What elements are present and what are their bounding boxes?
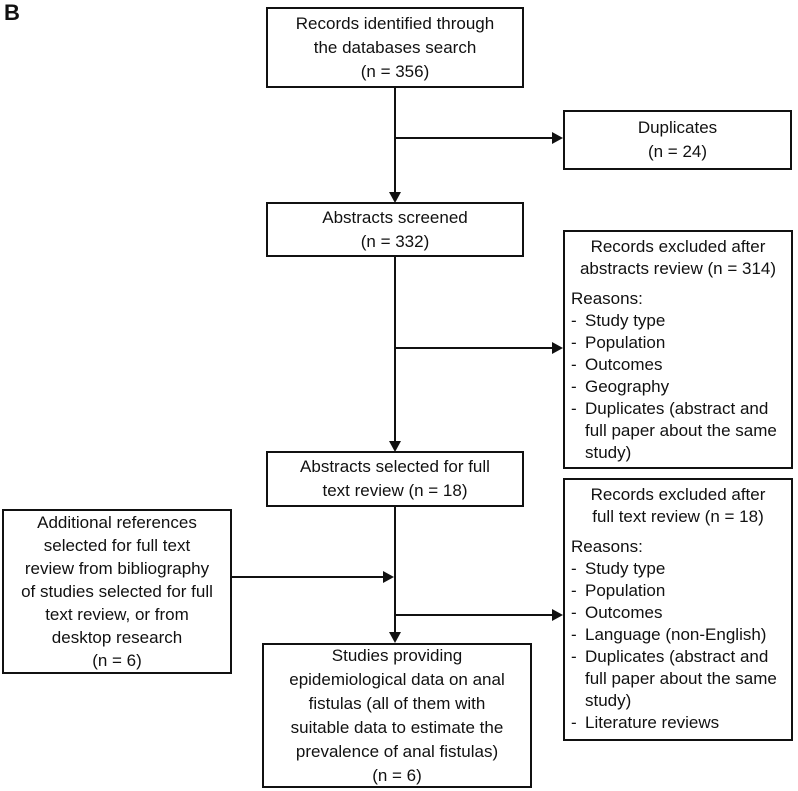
node-abstracts-screened-text: Abstracts screened (n = 332) [322, 207, 468, 251]
reason-text: Duplicates (abstract and full paper abou… [585, 647, 777, 710]
node-additional-references-text: Additional references selected for full … [21, 513, 213, 670]
reason-text: Language (non-English) [585, 625, 767, 644]
arrow-additional-to-flow-head [383, 571, 394, 583]
reason-bullet: - [571, 647, 577, 666]
reason-text: Study type [585, 311, 666, 330]
arrow-identified-to-screened-head [389, 192, 401, 203]
node-records-identified-text: Records identified through the databases… [295, 13, 495, 81]
reason-item: - Outcomes [571, 602, 785, 624]
excluded-abstracts-reasons-label: Reasons: [571, 289, 643, 308]
reason-item: - Literature reviews [571, 712, 785, 734]
node-duplicates-text: Duplicates (n = 24) [637, 118, 718, 161]
arrow-to-duplicates-line [396, 137, 554, 139]
reason-bullet: - [571, 311, 577, 330]
arrow-selected-to-final-line [394, 507, 396, 633]
excluded-fulltext-reasons-label: Reasons: [571, 537, 643, 556]
arrow-to-excluded-fulltext-head [552, 609, 563, 621]
reason-bullet: - [571, 377, 577, 396]
node-additional-references: Additional references selected for full … [2, 509, 232, 674]
arrow-identified-to-screened-line [394, 88, 396, 194]
reason-text: Study type [585, 559, 666, 578]
reason-bullet: - [571, 603, 577, 622]
reason-item: - Population [571, 580, 785, 602]
reason-item: - Duplicates (abstract and full paper ab… [571, 646, 785, 712]
reason-bullet: - [571, 355, 577, 374]
node-abstracts-selected-text: Abstracts selected for full text review … [300, 457, 490, 500]
node-excluded-fulltext: Records excluded after full text review … [563, 478, 793, 741]
reason-item: - Duplicates (abstract and full paper ab… [571, 398, 785, 464]
excluded-fulltext-title: Records excluded after full text review … [590, 485, 766, 526]
arrow-selected-to-final-head [389, 632, 401, 643]
reason-bullet: - [571, 713, 577, 732]
arrow-to-excluded-fulltext-line [396, 614, 554, 616]
reason-item: - Population [571, 332, 785, 354]
reason-bullet: - [571, 399, 577, 418]
reason-item: - Language (non-English) [571, 624, 785, 646]
arrow-screened-to-selected-line [394, 257, 396, 443]
reason-item: - Study type [571, 310, 785, 332]
arrow-screened-to-selected-head [389, 441, 401, 452]
reason-bullet: - [571, 559, 577, 578]
reason-text: Population [585, 581, 666, 600]
reason-item: - Outcomes [571, 354, 785, 376]
node-abstracts-selected: Abstracts selected for full text review … [266, 451, 524, 507]
reason-text: Outcomes [585, 355, 663, 374]
reason-item: - Geography [571, 376, 785, 398]
reason-bullet: - [571, 581, 577, 600]
reason-text: Population [585, 333, 666, 352]
node-excluded-abstracts: Records excluded after abstracts review … [563, 230, 793, 469]
node-records-identified: Records identified through the databases… [266, 7, 524, 88]
reason-text: Outcomes [585, 603, 663, 622]
arrow-to-excluded-abstracts-head [552, 342, 563, 354]
reason-text: Geography [585, 377, 670, 396]
reason-text: Duplicates (abstract and full paper abou… [585, 399, 777, 462]
panel-label: B [4, 0, 20, 25]
reason-bullet: - [571, 625, 577, 644]
node-duplicates: Duplicates (n = 24) [563, 110, 792, 170]
reason-item: - Study type [571, 558, 785, 580]
node-final-studies: Studies providing epidemiological data o… [262, 643, 532, 788]
reason-text: Literature reviews [585, 713, 720, 732]
arrow-to-excluded-abstracts-line [396, 347, 554, 349]
node-final-studies-text: Studies providing epidemiological data o… [289, 645, 505, 785]
excluded-abstracts-title: Records excluded after abstracts review … [579, 237, 777, 278]
reason-bullet: - [571, 333, 577, 352]
node-abstracts-screened: Abstracts screened (n = 332) [266, 202, 524, 257]
arrow-additional-to-flow-line [232, 576, 384, 578]
arrow-to-duplicates-head [552, 132, 563, 144]
